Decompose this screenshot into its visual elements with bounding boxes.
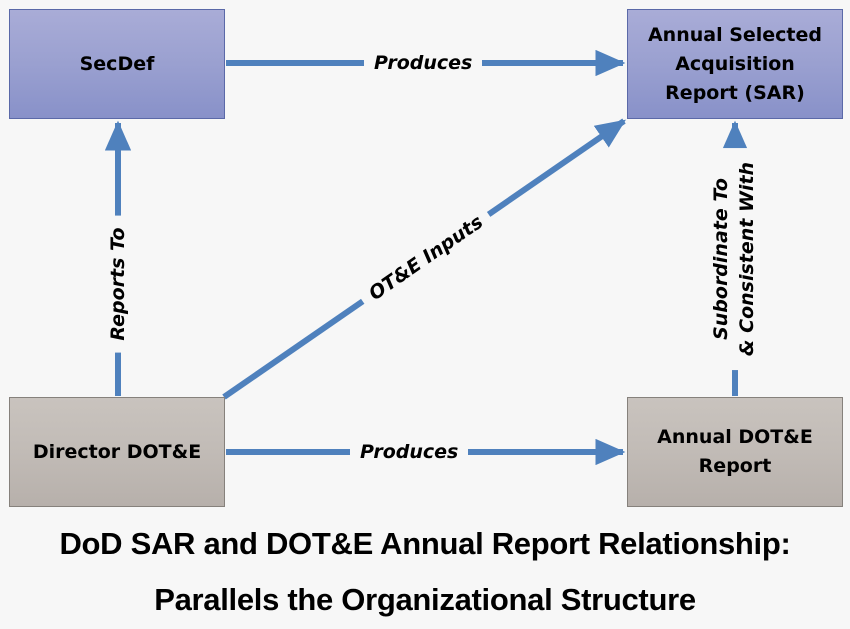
node-annual-dote-report-label-line1: Annual DOT&E [657, 426, 813, 448]
node-sar-label-line1: Annual Selected [647, 23, 823, 46]
node-director-dote: Director DOT&E [9, 397, 225, 507]
node-sar-label-line3: Report (SAR) [665, 81, 805, 104]
caption-title-line2: Parallels the Organizational Structure [154, 582, 696, 617]
node-annual-dote-report-label-line2: Report [698, 455, 772, 477]
edge-label-subordinate-consistent: Subordinate To & Consistent With [704, 147, 764, 371]
edge-label-produces-top: Produces [364, 51, 483, 75]
node-annual-dote-report: Annual DOT&E Report [627, 397, 843, 507]
edge-label-reports-to: Reports To [106, 215, 130, 353]
edge-label-subordinate-line1: Subordinate To [710, 178, 732, 340]
node-secdef-label: SecDef [79, 52, 155, 75]
node-director-dote-label: Director DOT&E [32, 440, 202, 463]
edge-label-produces-bottom: Produces [350, 440, 469, 464]
node-sar-label-line2: Acquisition [675, 52, 795, 75]
node-sar: Annual Selected Acquisition Report (SAR) [627, 9, 843, 119]
caption-title-line1: DoD SAR and DOT&E Annual Report Relation… [59, 526, 791, 561]
node-secdef: SecDef [9, 9, 225, 119]
edge-label-subordinate-line2: & Consistent With [736, 161, 758, 357]
